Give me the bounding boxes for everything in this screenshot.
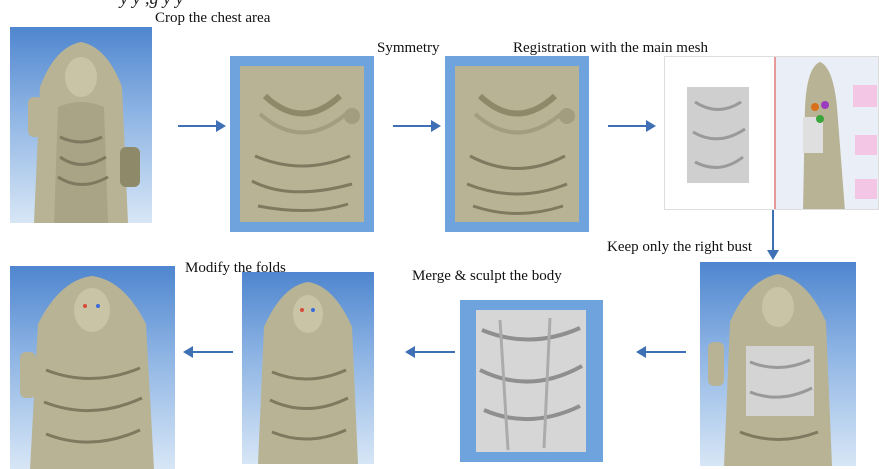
panel-original-statue bbox=[10, 27, 152, 223]
arrow-right-icon bbox=[608, 119, 656, 133]
arrow-left-icon bbox=[183, 345, 233, 359]
panel-keep-right-bust bbox=[700, 262, 856, 466]
panel-registration bbox=[664, 56, 879, 210]
label-symmetry: Symmetry bbox=[377, 40, 440, 56]
cropped-header-text: y y ,g y y bbox=[120, 0, 183, 9]
arrow-right-icon bbox=[178, 119, 226, 133]
arrow-left-icon bbox=[405, 345, 455, 359]
panel-merged-body bbox=[460, 300, 603, 462]
label-crop: Crop the chest area bbox=[155, 10, 270, 26]
arrow-right-icon bbox=[393, 119, 441, 133]
label-keep: Keep only the right bust bbox=[597, 239, 752, 255]
label-merge: Merge & sculpt the body bbox=[412, 268, 562, 284]
panel-cropped-chest bbox=[230, 56, 374, 232]
panel-symmetry bbox=[445, 56, 589, 232]
panel-final-statue bbox=[10, 266, 175, 469]
panel-modified-statue bbox=[242, 272, 374, 464]
label-registration: Registration with the main mesh bbox=[513, 40, 708, 56]
arrow-left-icon bbox=[636, 345, 686, 359]
arrow-down-icon bbox=[766, 210, 780, 260]
